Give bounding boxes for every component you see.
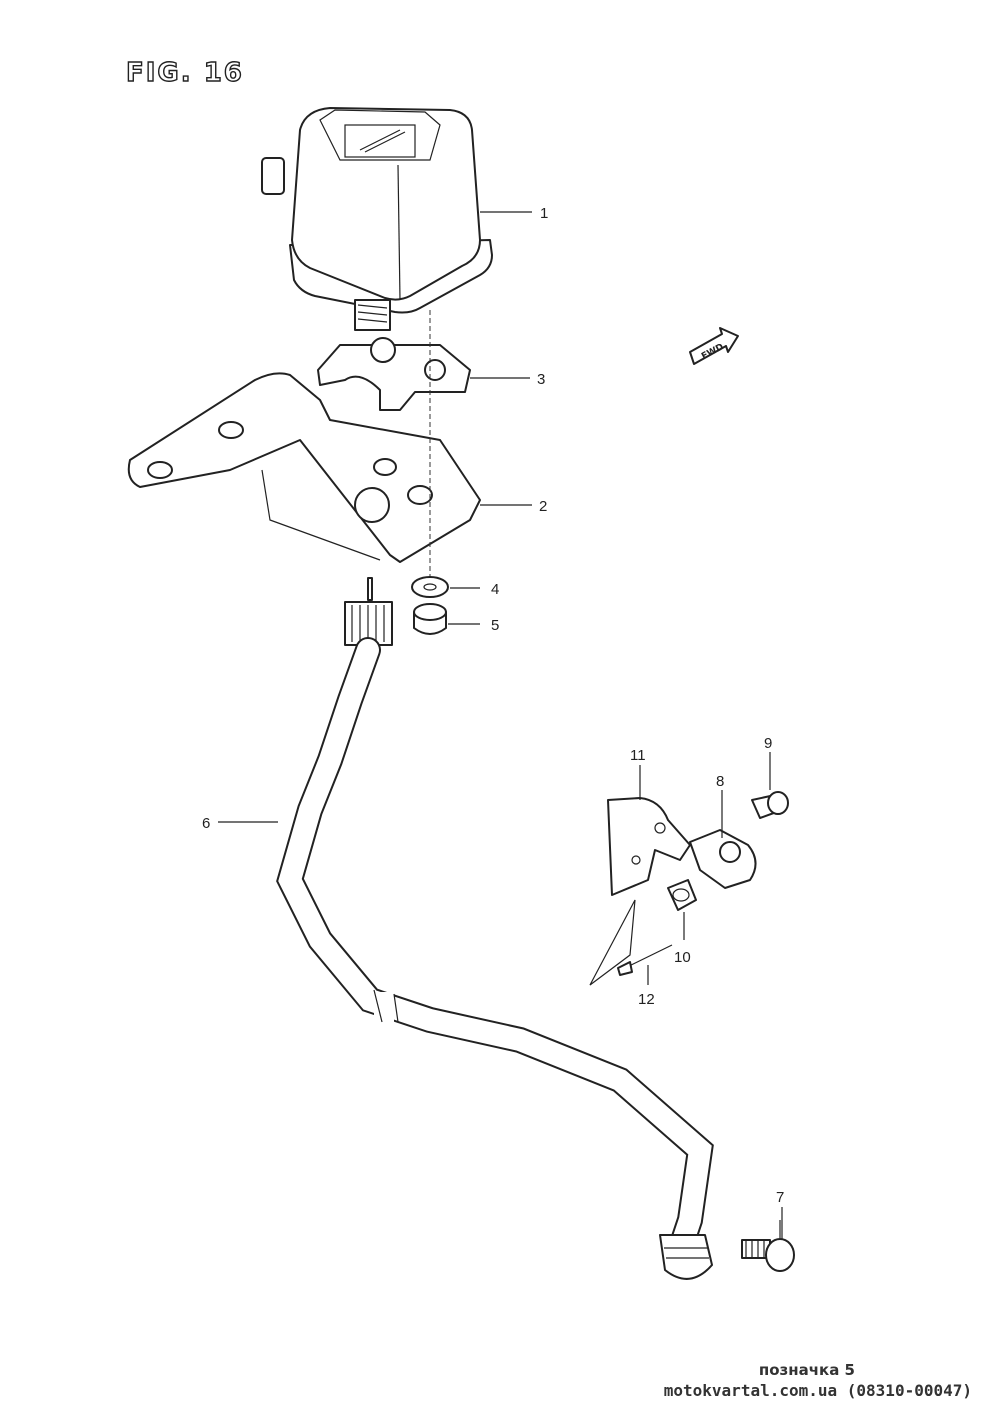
figure-title: FIG. 16 xyxy=(125,57,244,88)
forward-arrow-icon: FWD xyxy=(689,327,739,365)
speedometer-cable xyxy=(276,577,714,1280)
side-knob xyxy=(261,157,285,195)
callout-1: 1 xyxy=(540,205,548,222)
callout-10: 10 xyxy=(674,949,691,966)
callout-8: 8 xyxy=(716,773,724,790)
callout-2: 2 xyxy=(539,498,547,515)
sensor-bracket xyxy=(589,791,789,986)
callout-4: 4 xyxy=(491,581,499,598)
housing-body xyxy=(291,107,481,301)
callout-12: 12 xyxy=(638,991,655,1008)
callout-11: 11 xyxy=(630,747,646,764)
footer-source: motokvartal.com.ua (08310-00047) xyxy=(663,1381,972,1400)
washer xyxy=(411,576,449,598)
callout-6: 6 xyxy=(202,815,210,832)
bracket xyxy=(127,372,481,563)
leader-lines xyxy=(218,211,783,1240)
callout-9: 9 xyxy=(764,735,772,752)
callout-7: 7 xyxy=(776,1189,784,1206)
speedometer-unit xyxy=(261,107,493,331)
footer-note: позначка 5 xyxy=(758,1361,855,1379)
mount-plate xyxy=(317,337,471,411)
callout-3: 3 xyxy=(537,371,545,388)
screw-7 xyxy=(741,1220,795,1272)
callout-5: 5 xyxy=(491,617,499,634)
